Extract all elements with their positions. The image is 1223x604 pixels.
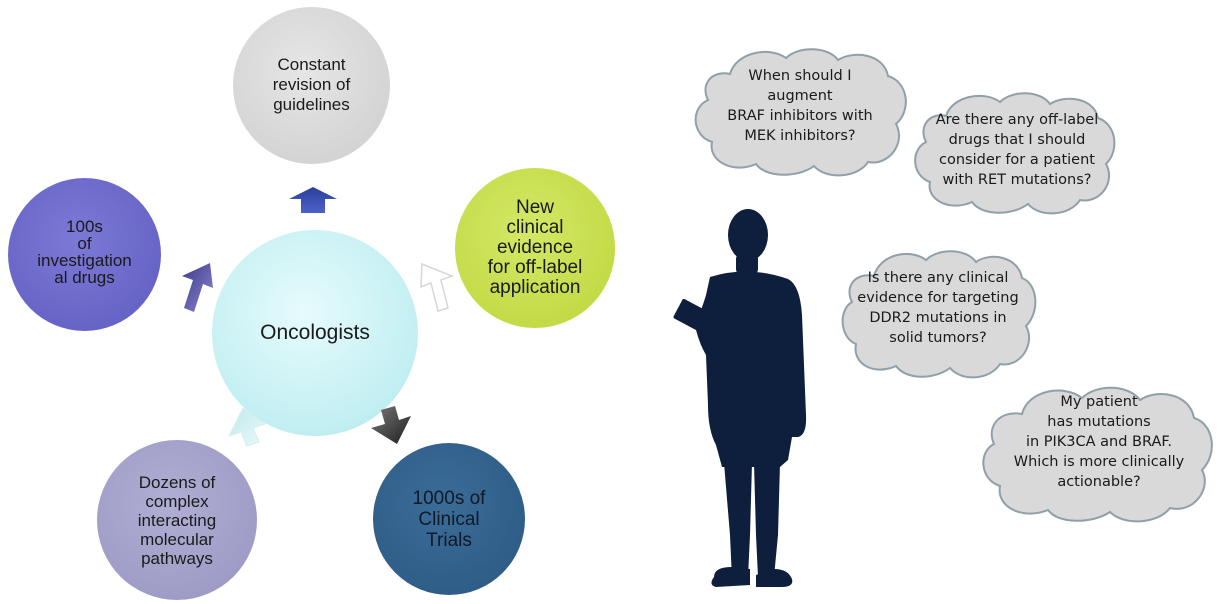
arrow-up-icon <box>289 187 337 213</box>
node-guidelines-label: Constant revision of guidelines <box>272 55 351 114</box>
node-off-label-evidence: New clinical evidence for off-label appl… <box>455 168 615 328</box>
question-3-text: Is there any clinical evidence for targe… <box>857 270 1019 346</box>
node-clinical-trials: 1000s of Clinical Trials <box>373 443 525 595</box>
arrow-upright-icon <box>420 262 454 312</box>
question-1-text: When should I augment BRAF inhibitors wi… <box>727 68 873 144</box>
node-molecular-pathways: Dozens of complex interacting molecular … <box>97 440 257 600</box>
node-guidelines: Constant revision of guidelines <box>233 7 390 164</box>
question-cloud-4 <box>982 386 1213 523</box>
arrow-upleft-icon <box>182 263 213 312</box>
node-clinical-trials-label: 1000s of Clinical Trials <box>412 487 486 551</box>
question-cloud-3 <box>841 250 1037 379</box>
hub-label: Oncologists <box>260 321 370 344</box>
question-cloud-2 <box>914 92 1116 215</box>
question-4-text: My patient has mutations in PIK3CA and B… <box>1013 394 1185 490</box>
node-investigational-drugs-label: 100s of investigation al drugs <box>37 217 132 287</box>
arrow-downright-icon <box>371 406 411 444</box>
question-2-text: Are there any off-label drugs that I sho… <box>935 112 1099 188</box>
node-off-label-evidence-label: New clinical evidence for off-label appl… <box>487 197 583 298</box>
node-investigational-drugs: 100s of investigation al drugs <box>8 178 161 331</box>
arrow-downleft-icon <box>228 407 267 447</box>
question-cloud-1 <box>694 48 907 177</box>
hub-oncologists: Oncologists <box>212 230 418 436</box>
doctor-silhouette-icon <box>673 209 807 587</box>
node-molecular-pathways-label: Dozens of complex interacting molecular … <box>137 472 217 568</box>
